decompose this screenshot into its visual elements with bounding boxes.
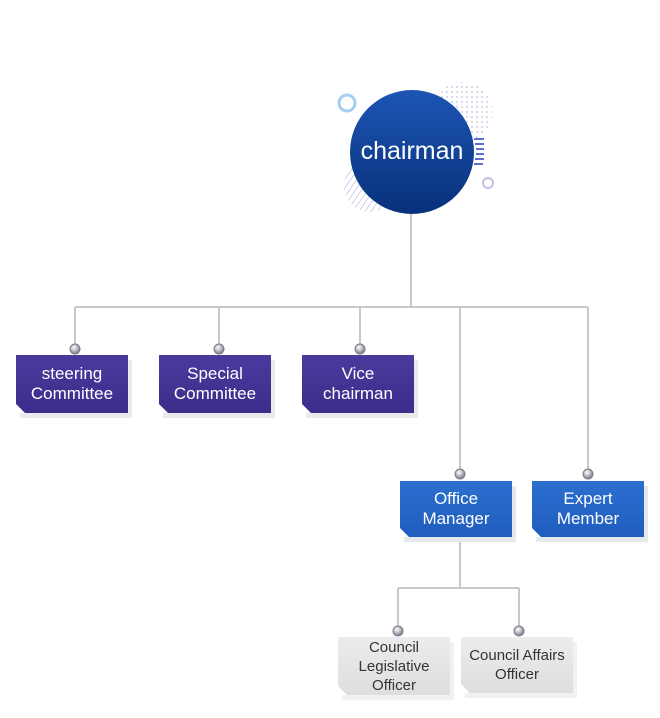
council-affairs-officer-label: Council Affairs Officer bbox=[469, 647, 565, 683]
ring-decoration-large bbox=[337, 93, 357, 113]
connector-dot bbox=[392, 625, 404, 637]
special-committee-box: Special Committee bbox=[159, 355, 271, 413]
stripe-decoration bbox=[474, 138, 484, 165]
council-legislative-officer-box: Council Legislative Officer bbox=[338, 637, 450, 695]
connector-dot bbox=[513, 625, 525, 637]
ring-decoration-small bbox=[482, 177, 494, 189]
chairman-label: chairman bbox=[360, 137, 464, 165]
connector-lines bbox=[74, 214, 589, 631]
vice-chairman-box: Vice chairman bbox=[302, 355, 414, 413]
office-manager-box: Office Manager bbox=[400, 481, 512, 537]
expert-member-box: Expert Member bbox=[532, 481, 644, 537]
office-manager-label: Office Manager bbox=[422, 489, 490, 528]
connector-dot bbox=[213, 343, 225, 355]
council-legislative-officer-label: Council Legislative Officer bbox=[358, 638, 430, 694]
expert-member-label: Expert Member bbox=[556, 489, 620, 528]
connector-dot bbox=[354, 343, 366, 355]
chairman-circle bbox=[350, 90, 474, 214]
council-affairs-officer-box: Council Affairs Officer bbox=[461, 637, 573, 693]
steering-committee-box: steering Committee bbox=[16, 355, 128, 413]
connector-dot bbox=[69, 343, 81, 355]
steering-committee-label: steering Committee bbox=[30, 364, 114, 403]
connector-dots bbox=[69, 343, 594, 637]
connector-dot bbox=[582, 468, 594, 480]
vice-chairman-label: Vice chairman bbox=[323, 364, 393, 403]
connector-dot bbox=[454, 468, 466, 480]
special-committee-label: Special Committee bbox=[173, 364, 257, 403]
